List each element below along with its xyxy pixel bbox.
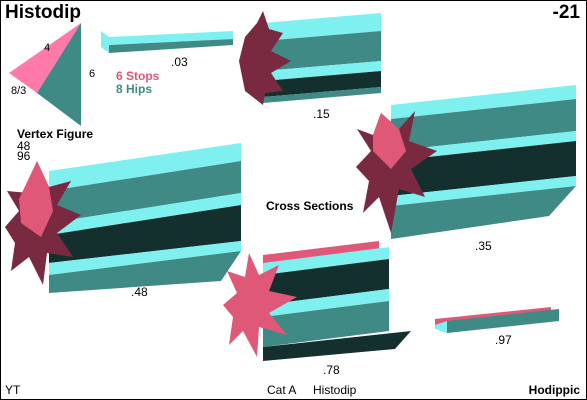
section-label-048: .48 [131,285,148,299]
footer-category: Cat A [267,383,297,397]
vertex-count-96: 96 [17,149,31,163]
section-label-097: .97 [495,333,512,347]
legend-stops: 6 Stops [116,69,160,83]
section-015-shape [239,11,381,105]
cross-sections-label: Cross Sections [266,199,354,213]
edge-label-6: 6 [89,68,96,80]
page-title: Histodip [5,2,81,23]
footer-family: Hodippic [528,383,580,397]
section-label-035: .35 [475,239,492,253]
vertex-figure-caption: Vertex Figure [17,127,94,141]
edge-label-4: 4 [44,42,51,54]
section-label-003: .03 [171,55,188,69]
section-035-shape [356,85,576,239]
section-048-shape [5,143,241,293]
footer-name: Histodip [313,383,357,397]
section-label-015: .15 [313,107,330,121]
legend-hips: 8 Hips [116,82,153,96]
figure-index: -21 [552,2,580,23]
vertex-count-48: 48 [17,139,31,153]
section-label-078: .78 [323,363,340,377]
section-003-shape [101,31,233,53]
vertex-figure-triangle [9,23,81,126]
section-097-shape [435,307,559,333]
section-078-shape [223,241,411,361]
footer-author: YT [5,383,21,397]
edge-label-8-3: 8/3 [11,85,27,97]
